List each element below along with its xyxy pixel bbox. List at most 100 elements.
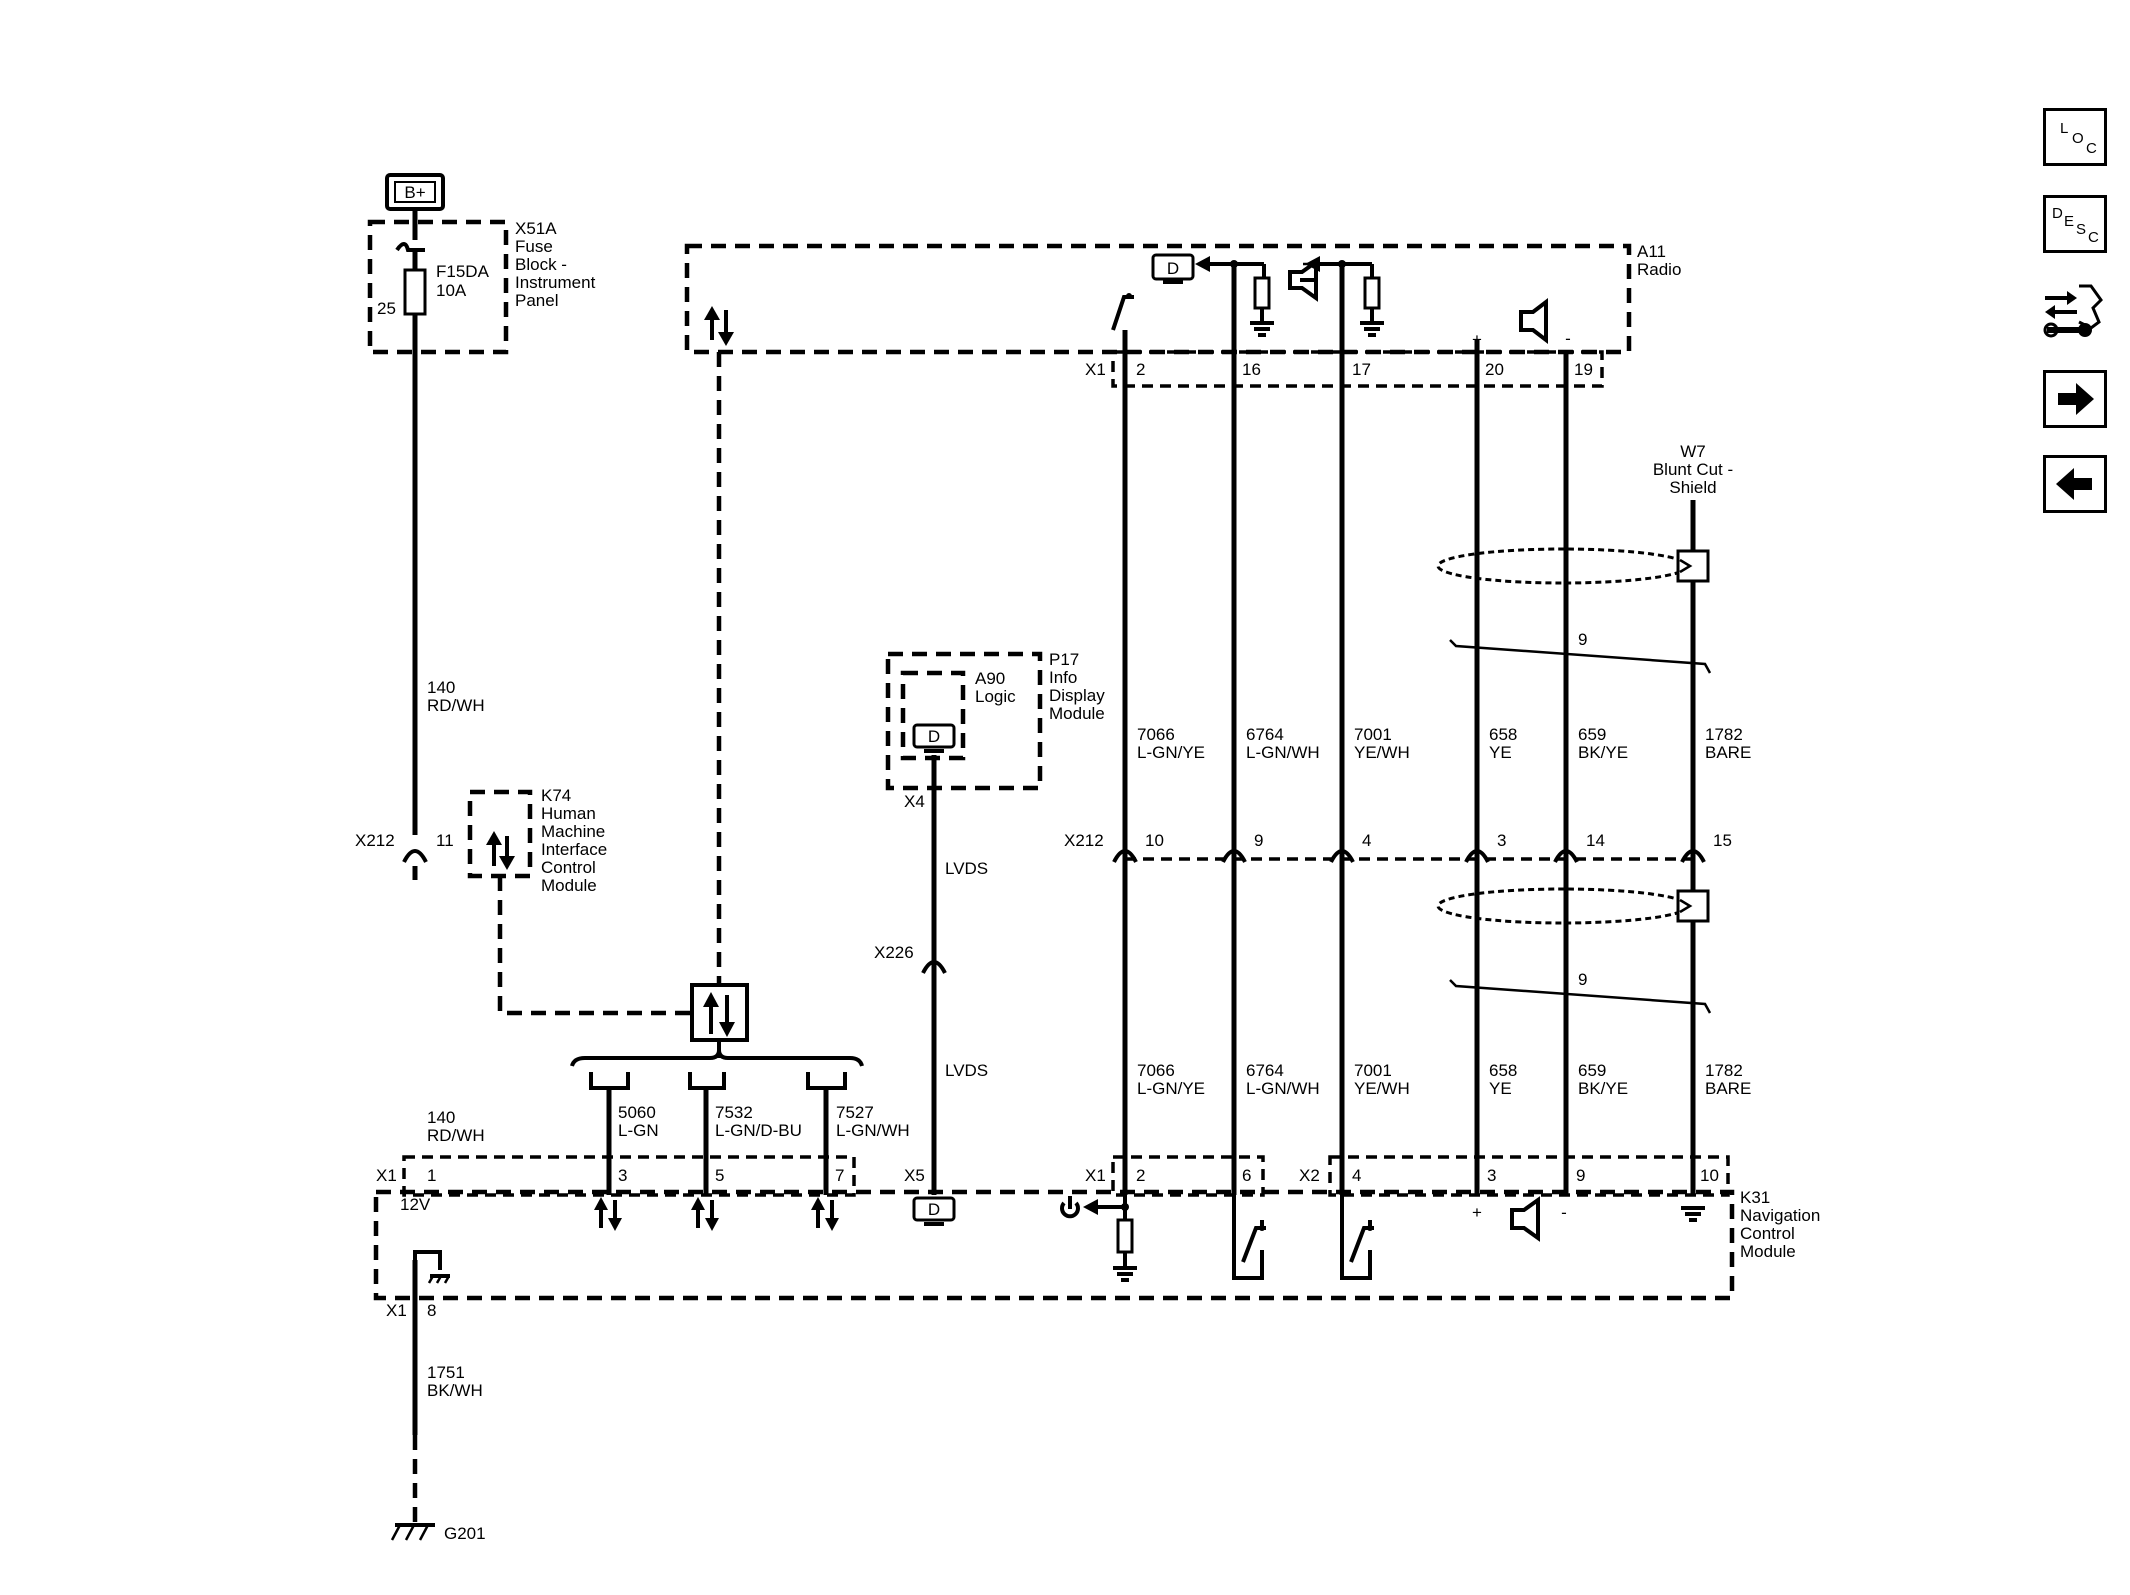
nav-x1-connector bbox=[402, 1155, 856, 1197]
wire-7001-circuit: 7001 bbox=[1354, 725, 1392, 744]
wire-7066-color-lower: L-GN/YE bbox=[1137, 1079, 1205, 1098]
fuse-block-label-4: Instrument bbox=[515, 273, 596, 292]
nav-x2-pin-3: 3 bbox=[1487, 1166, 1496, 1185]
bus-taps bbox=[589, 1072, 847, 1195]
shield-label-2: Blunt Cut - bbox=[1653, 460, 1733, 479]
hmi-module-label-4: Interface bbox=[541, 840, 607, 859]
wire-659-circuit-lower: 659 bbox=[1578, 1061, 1606, 1080]
fuse-rating: 10A bbox=[436, 281, 467, 300]
fuse-block-label-3: Block - bbox=[515, 255, 567, 274]
nav-switch-icon-1 bbox=[1232, 1195, 1266, 1280]
wire-659-color-lower: BK/YE bbox=[1578, 1079, 1628, 1098]
nav-display-d-label: D bbox=[928, 1200, 940, 1219]
fuse-block-label-5: Panel bbox=[515, 291, 558, 310]
radio-connector-label: X1 bbox=[1085, 360, 1106, 379]
nav-module-label-2: Navigation bbox=[1740, 1206, 1820, 1225]
hmi-module-label-5: Control bbox=[541, 858, 596, 877]
wire-7532-circuit: 7532 bbox=[715, 1103, 753, 1122]
wire-658-color: YE bbox=[1489, 743, 1512, 762]
radio-pin-20: 20 bbox=[1485, 360, 1504, 379]
next-page-button[interactable] bbox=[2043, 370, 2107, 428]
radio-ground-icon-2 bbox=[1360, 308, 1384, 337]
fuse-name: F15DA bbox=[436, 262, 490, 281]
display-module-outline bbox=[885, 651, 1043, 791]
wire-5060-color: L-GN bbox=[618, 1121, 659, 1140]
description-button[interactable]: D E S C bbox=[2043, 195, 2107, 253]
radio-label: A11 bbox=[1637, 242, 1666, 261]
x212-pin-3: 3 bbox=[1497, 831, 1506, 850]
nav-x1-pin-7: 7 bbox=[835, 1166, 844, 1185]
radio-ground-icon-1 bbox=[1250, 308, 1274, 337]
wire-7001-circuit-lower: 7001 bbox=[1354, 1061, 1392, 1080]
hmi-module-outline bbox=[467, 789, 533, 879]
wire-140-circuit-lower: 140 bbox=[427, 1108, 455, 1127]
hmi-module-label-2: Human bbox=[541, 804, 596, 823]
wire-140-color: RD/WH bbox=[427, 696, 485, 715]
wire-7532-color: L-GN/D-BU bbox=[715, 1121, 802, 1140]
fuse-icon bbox=[403, 268, 427, 316]
nav-wake-up-icon bbox=[1060, 1196, 1129, 1219]
x226-label: X226 bbox=[874, 943, 914, 962]
x212-pin-15: 15 bbox=[1713, 831, 1732, 850]
nav-chassis-ground-icon bbox=[413, 1250, 451, 1284]
nav-x1-label: X1 bbox=[376, 1166, 397, 1185]
nav-data-icon-1 bbox=[594, 1197, 622, 1231]
radio-display-d: D bbox=[1167, 259, 1179, 278]
radio-pin-17: 17 bbox=[1352, 360, 1371, 379]
nav-x5-label: X5 bbox=[904, 1166, 925, 1185]
x212-pin-11: 11 bbox=[436, 831, 454, 850]
signal-wire-labels-upper: 7066 L-GN/YE 6764 L-GN/WH 7001 YE/WH 658… bbox=[1137, 725, 1751, 762]
nav-speaker-icon: + - bbox=[1472, 1196, 1567, 1242]
gateway-box bbox=[690, 983, 749, 1042]
wire-1782-color: BARE bbox=[1705, 743, 1751, 762]
hmi-module-label-3: Machine bbox=[541, 822, 605, 841]
location-button[interactable]: L O C bbox=[2043, 108, 2107, 166]
hmi-data-icon bbox=[486, 831, 515, 870]
x212-pin-14: 14 bbox=[1586, 831, 1605, 850]
battery-label: B+ bbox=[404, 183, 425, 202]
nav-x2-pin-4: 4 bbox=[1352, 1166, 1361, 1185]
nav-data-icon-3 bbox=[811, 1197, 839, 1231]
wire-1782-circuit: 1782 bbox=[1705, 725, 1743, 744]
wire-6764-color-lower: L-GN/WH bbox=[1246, 1079, 1320, 1098]
fuse-pin: 25 bbox=[377, 299, 396, 318]
wire-659-color: BK/YE bbox=[1578, 743, 1628, 762]
nav-x2-pin-9: 9 bbox=[1576, 1166, 1585, 1185]
bidirectional-data-icon bbox=[704, 306, 734, 346]
nav-x1-pin-1: 1 bbox=[427, 1166, 436, 1185]
wire-658-circuit-lower: 658 bbox=[1489, 1061, 1517, 1080]
nav-x2-connector bbox=[1328, 1155, 1730, 1197]
bus-bracket bbox=[570, 1049, 864, 1067]
nav-module-label: K31 bbox=[1740, 1188, 1770, 1207]
display-module-label: P17 bbox=[1049, 650, 1079, 669]
gateway-data-icon bbox=[703, 992, 735, 1037]
wire-6764-circuit-lower: 6764 bbox=[1246, 1061, 1284, 1080]
radio-switch-icon bbox=[1111, 293, 1134, 386]
wire-140-circuit: 140 bbox=[427, 678, 455, 697]
nav-x2-label: X2 bbox=[1299, 1166, 1320, 1185]
nav-display-d-icon: D bbox=[912, 1196, 956, 1226]
desc-letter-s: S bbox=[2076, 221, 2086, 238]
fuse-clip-icon bbox=[395, 242, 425, 252]
desc-letter-d: D bbox=[2052, 205, 2063, 222]
hmi-module-label: K74 bbox=[541, 786, 571, 805]
x212-connector-pins bbox=[402, 849, 1706, 880]
lvds-label-lower: LVDS bbox=[945, 1061, 988, 1080]
wire-7066-circuit-lower: 7066 bbox=[1137, 1061, 1175, 1080]
radio-pin-19: 19 bbox=[1574, 360, 1593, 379]
hmi-bus-line bbox=[497, 876, 692, 1016]
svg-text:-: - bbox=[1561, 1203, 1567, 1222]
previous-page-button[interactable] bbox=[2043, 455, 2107, 513]
desc-letter-e: E bbox=[2064, 213, 2074, 230]
desc-letter-c: C bbox=[2088, 229, 2099, 246]
connector-repair-icon[interactable] bbox=[2041, 278, 2109, 342]
battery-b-plus: B+ bbox=[385, 173, 445, 211]
nav-module-label-3: Control bbox=[1740, 1224, 1795, 1243]
x212-label-left: X212 bbox=[355, 831, 395, 850]
fuse-block-label-2: Fuse bbox=[515, 237, 553, 256]
svg-text:+: + bbox=[1472, 1203, 1482, 1222]
display-d-icon: D bbox=[912, 723, 956, 753]
wire-7066-circuit: 7066 bbox=[1137, 725, 1175, 744]
radio-speaker-icon-2: + - bbox=[1472, 297, 1571, 349]
wire-1751-circuit: 1751 bbox=[427, 1363, 465, 1382]
